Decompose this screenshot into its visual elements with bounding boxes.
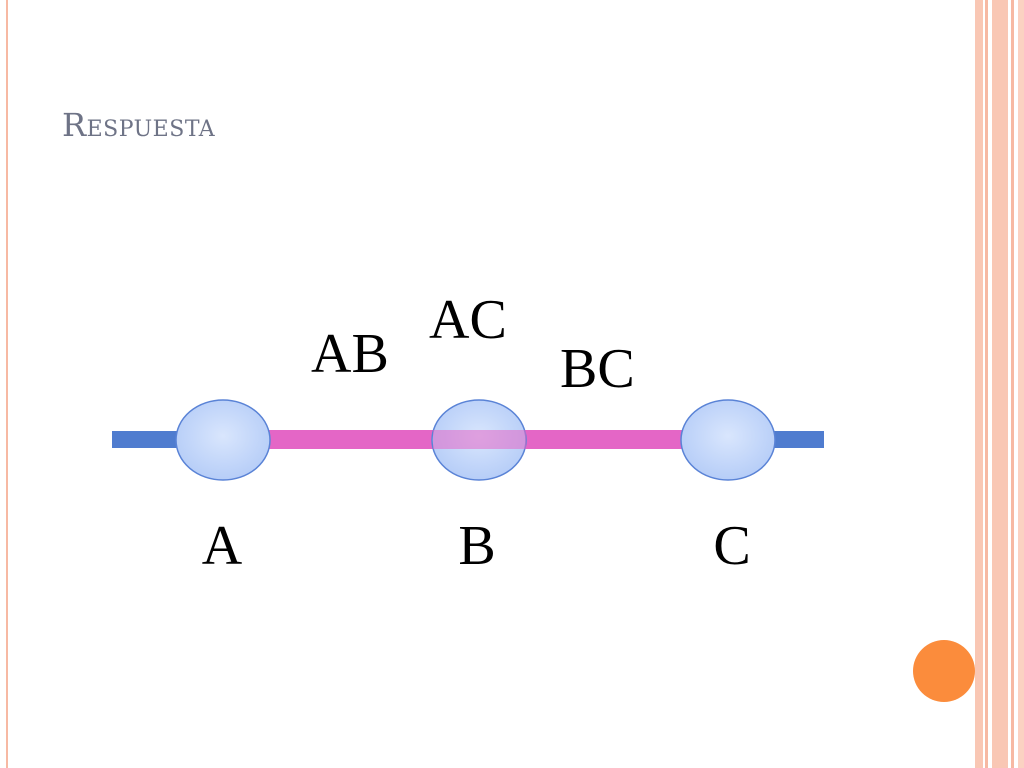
label-point-b: B [458, 515, 495, 577]
right-stripes [975, 0, 1024, 768]
label-ab: AB [311, 323, 389, 385]
accent-dot [913, 640, 975, 702]
label-bc: BC [560, 338, 635, 400]
label-point-c: C [713, 515, 750, 577]
label-ac: AC [429, 289, 507, 351]
segment-overlay-b [433, 430, 526, 449]
label-point-a: A [202, 515, 243, 577]
left-border [0, 0, 12, 768]
slide-title: Respuesta [62, 106, 216, 144]
point-a-marker [175, 399, 271, 481]
line-left-extension [112, 431, 192, 448]
point-c-marker [680, 399, 776, 481]
